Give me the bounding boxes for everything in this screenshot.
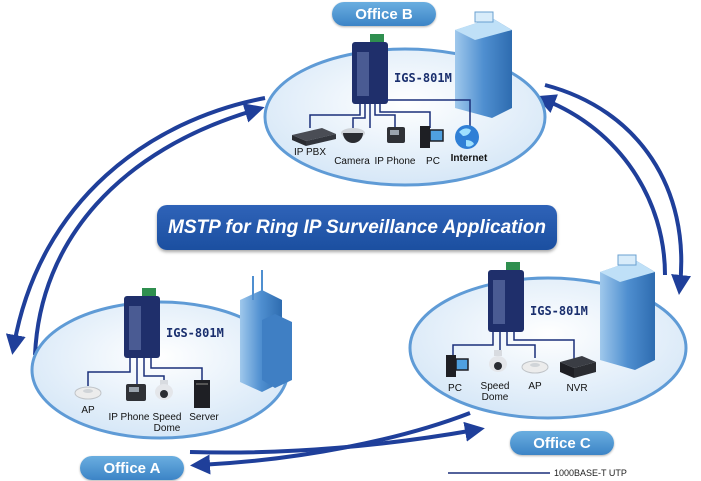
ip-phone-b-icon (387, 127, 405, 143)
switch-b-icon (352, 34, 388, 104)
office-a-label: Office A (80, 456, 184, 480)
device-label: Camera (334, 156, 370, 167)
office-c-label: Office C (510, 431, 614, 455)
device-label: PC (448, 383, 462, 394)
pc-c-icon (446, 355, 469, 377)
ap-a-icon (74, 386, 102, 400)
device-label: Speed Dome (152, 412, 182, 434)
ip-pbx-icon (292, 128, 336, 146)
device-label: IP Phone (374, 156, 416, 167)
switch-a-icon (124, 288, 160, 358)
camera-icon (341, 128, 365, 143)
arrow-c-to-b (535, 94, 667, 276)
ip-phone-a-icon (126, 384, 146, 401)
device-label: Internet (450, 153, 488, 164)
device-label: IP PBX (293, 147, 327, 158)
building-c-icon (600, 254, 655, 370)
speed-dome-c-icon (489, 350, 507, 372)
switch-c-model: IGS-801M (530, 304, 588, 318)
office-b-label: Office B (332, 2, 436, 26)
device-label: NVR (566, 383, 588, 394)
arrow-b-to-a (5, 96, 266, 355)
speed-dome-a-icon (155, 380, 173, 400)
links-office-b (309, 99, 471, 128)
arrow-b-to-c (544, 83, 691, 295)
nvr-icon (560, 356, 596, 378)
device-label: Speed Dome (480, 381, 510, 403)
device-label: IP Phone (108, 412, 150, 423)
server-icon (194, 380, 210, 408)
arrow-a-to-c (189, 421, 485, 455)
diagram-title: MSTP for Ring IP Surveillance Applicatio… (168, 216, 546, 238)
internet-globe-icon (455, 125, 479, 149)
device-label: AP (528, 381, 542, 392)
switch-a-model: IGS-801M (166, 326, 224, 340)
arrow-a-to-b (33, 103, 265, 356)
switch-b-model: IGS-801M (394, 71, 452, 85)
device-label: AP (81, 405, 95, 416)
legend-label: 1000BASE-T UTP (554, 468, 627, 478)
links-office-a (87, 358, 203, 386)
switch-c-icon (488, 262, 524, 332)
building-a-icon (240, 270, 292, 392)
device-label: Server (189, 412, 219, 423)
pc-b-icon (420, 126, 444, 148)
ap-c-icon (521, 360, 549, 374)
device-label: PC (426, 156, 440, 167)
title-banner: MSTP for Ring IP Surveillance Applicatio… (157, 205, 557, 250)
ring-arrows (5, 83, 691, 475)
building-b-icon (455, 11, 512, 118)
